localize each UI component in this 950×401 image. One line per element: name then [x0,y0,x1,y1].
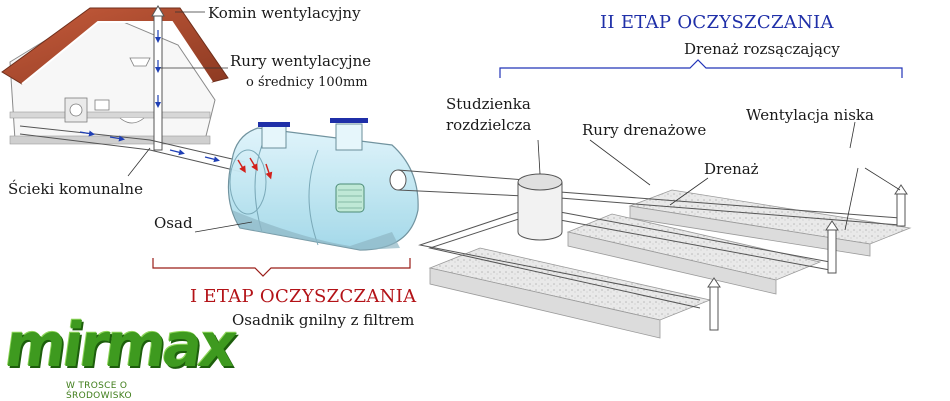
logo-wordmark: mirmax [0,309,239,381]
drain-pipes [418,184,908,331]
stage2-title: II ETAP OCZYSZCZANIA [600,12,834,33]
stage2-subtitle: Drenaż rozsączający [684,40,840,58]
drainage-beds [428,189,912,339]
stage1-subtitle: Osadnik gnilny z filtrem [232,311,415,329]
leader-lines [127,11,901,233]
outlet-pipe [389,169,526,197]
label-drain-pipes: Rury drenażowe [582,121,707,139]
label-vent-pipes: Rury wentylacyjne [230,52,372,70]
mirmax-logo: mirmax W TROSCE O ŚRODOWISKO [1,309,239,401]
label-sewage: Ścieki komunalne [8,180,143,198]
label-vent-chimney: Komin wentylacyjny [208,4,361,22]
label-drainage: Drenaż [704,160,759,178]
house [1,7,229,145]
label-low-ventilation: Wentylacja niska [746,106,874,124]
label-distribution-box-2: rozdzielcza [446,116,532,134]
label-vent-pipes-diameter: o średnicy 100mm [246,75,368,90]
stage1-bracket [152,258,411,277]
stage1-title: I ETAP OCZYSZCZANIA [190,286,417,307]
logo-tagline: W TROSCE O ŚRODOWISKO [66,381,132,401]
septic-tank [227,118,419,251]
stage2-bracket [499,59,903,78]
distribution-box [517,173,563,241]
label-distribution-box-1: Studzienka [446,95,531,113]
sewage-pipe [19,125,246,173]
label-sediment: Osad [154,214,193,232]
vent-chimney [151,5,165,151]
